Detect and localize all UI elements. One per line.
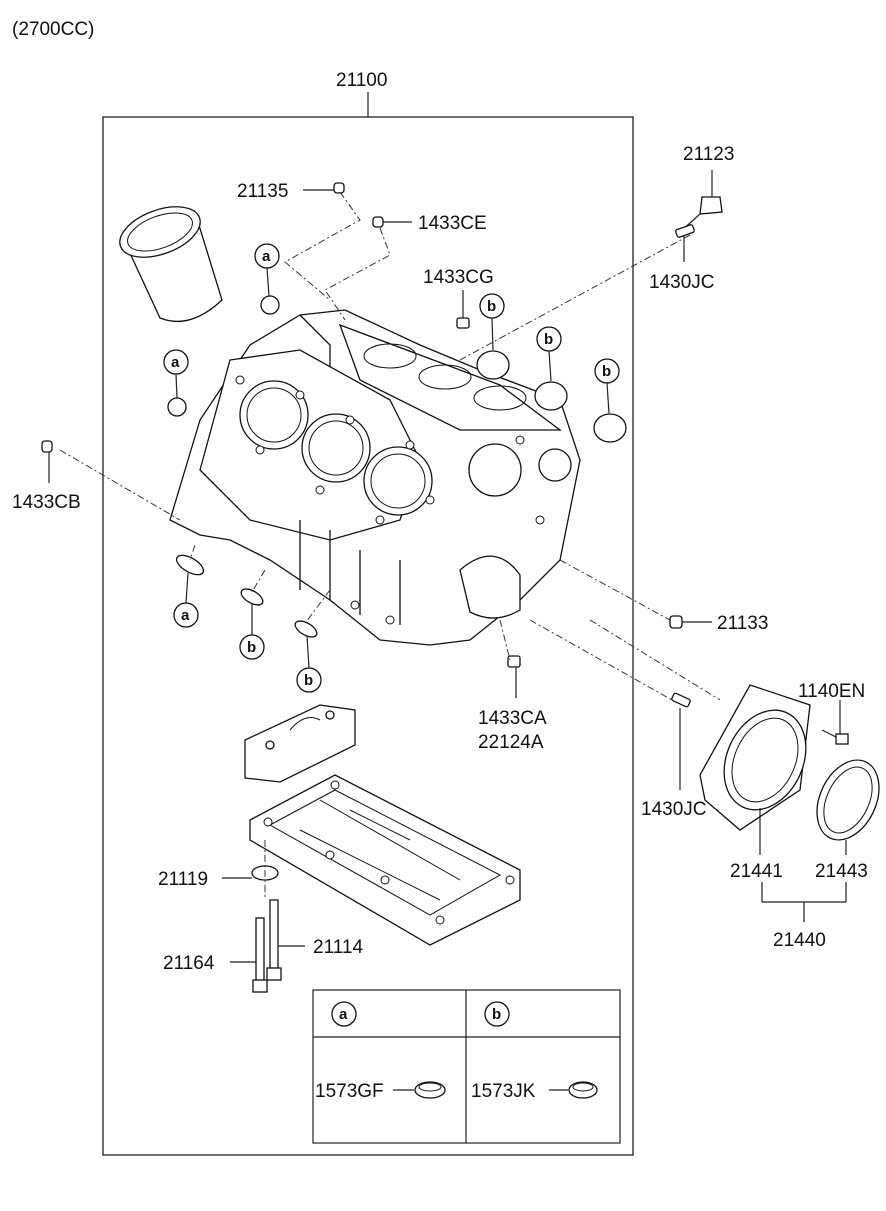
cylinder-liner bbox=[119, 206, 223, 322]
svg-text:b: b bbox=[304, 672, 313, 689]
plug-21135 bbox=[333, 182, 345, 194]
callout-a-top: a bbox=[254, 243, 280, 297]
pin-1433CA bbox=[507, 655, 521, 668]
cap-b-2 bbox=[534, 381, 568, 411]
label-21100[interactable]: 21100 bbox=[336, 70, 387, 91]
ring-b-right bbox=[294, 620, 318, 638]
sleeve-a-mid bbox=[167, 397, 187, 417]
label-1433CE[interactable]: 1433CE bbox=[418, 213, 487, 234]
label-21123[interactable]: 21123 bbox=[683, 144, 734, 165]
svg-text:a: a bbox=[181, 607, 190, 624]
callout-b-low-right: b bbox=[296, 635, 322, 693]
label-1433CB[interactable]: 1433CB bbox=[12, 492, 81, 513]
svg-text:a: a bbox=[262, 248, 271, 265]
plug-1433CE bbox=[372, 216, 384, 228]
leader-lines bbox=[48, 170, 847, 963]
label-21135[interactable]: 21135 bbox=[237, 181, 288, 202]
label-22124A[interactable]: 22124A bbox=[478, 732, 544, 753]
svg-text:b: b bbox=[544, 331, 553, 348]
label-21440[interactable]: 21440 bbox=[773, 930, 826, 951]
label-21443[interactable]: 21443 bbox=[815, 861, 868, 882]
label-1433CA[interactable]: 1433CA bbox=[478, 708, 547, 729]
svg-text:b: b bbox=[492, 1006, 501, 1023]
plug-1433CB bbox=[41, 440, 53, 453]
variant-label: (2700CC) bbox=[12, 19, 94, 40]
pin-1430JC-top bbox=[675, 224, 695, 238]
label-21441[interactable]: 21441 bbox=[730, 861, 783, 882]
ring-1573GF-icon bbox=[414, 1081, 446, 1099]
label-1140EN[interactable]: 1140EN bbox=[798, 681, 865, 702]
legend-letter-b: b bbox=[484, 1001, 510, 1027]
plug-21133 bbox=[669, 615, 683, 629]
ladder-frame bbox=[249, 774, 521, 946]
svg-text:a: a bbox=[339, 1006, 348, 1023]
label-1430JC-top[interactable]: 1430JC bbox=[649, 272, 715, 293]
bearing-cap bbox=[244, 704, 356, 783]
seal-case-21441 bbox=[699, 684, 811, 831]
seal-21443 bbox=[816, 759, 880, 841]
label-21114[interactable]: 21114 bbox=[313, 937, 363, 958]
pin-1433CG bbox=[456, 317, 470, 329]
bolt-21114 bbox=[266, 899, 282, 981]
pin-1430JC-bottom bbox=[671, 692, 691, 708]
callout-a-mid: a bbox=[163, 349, 189, 399]
svg-text:a: a bbox=[171, 354, 180, 371]
bolt-21164 bbox=[252, 917, 268, 993]
callout-a-low: a bbox=[173, 572, 199, 628]
cap-b-3 bbox=[593, 413, 627, 443]
legend-letter-a: a bbox=[331, 1001, 357, 1027]
callout-b-low-left: b bbox=[239, 604, 265, 660]
legend-table: a b 1573GF 1573JK bbox=[312, 989, 621, 1144]
cap-b-1 bbox=[476, 350, 510, 380]
svg-text:b: b bbox=[247, 639, 256, 656]
svg-text:b: b bbox=[602, 363, 611, 380]
label-21164[interactable]: 21164 bbox=[163, 953, 215, 974]
ring-1573JK-icon bbox=[568, 1081, 598, 1099]
ring-a-left bbox=[175, 554, 205, 576]
assembly-lines bbox=[59, 191, 721, 900]
svg-text:b: b bbox=[487, 298, 496, 315]
cylinder-block bbox=[169, 309, 581, 646]
label-21119[interactable]: 21119 bbox=[158, 869, 208, 890]
sleeve-a-top bbox=[260, 295, 280, 315]
label-21133[interactable]: 21133 bbox=[717, 613, 768, 634]
bolt-1140EN bbox=[821, 729, 849, 745]
callout-b-3: b bbox=[594, 358, 620, 414]
label-1433CG[interactable]: 1433CG bbox=[423, 267, 494, 288]
callout-b-1: b bbox=[479, 293, 505, 351]
legend-part-a[interactable]: 1573GF bbox=[315, 1081, 384, 1102]
ring-b-left bbox=[240, 588, 264, 606]
legend-part-b[interactable]: 1573JK bbox=[471, 1081, 536, 1102]
callout-b-2: b bbox=[536, 326, 562, 382]
label-1430JC-bottom[interactable]: 1430JC bbox=[641, 799, 707, 820]
